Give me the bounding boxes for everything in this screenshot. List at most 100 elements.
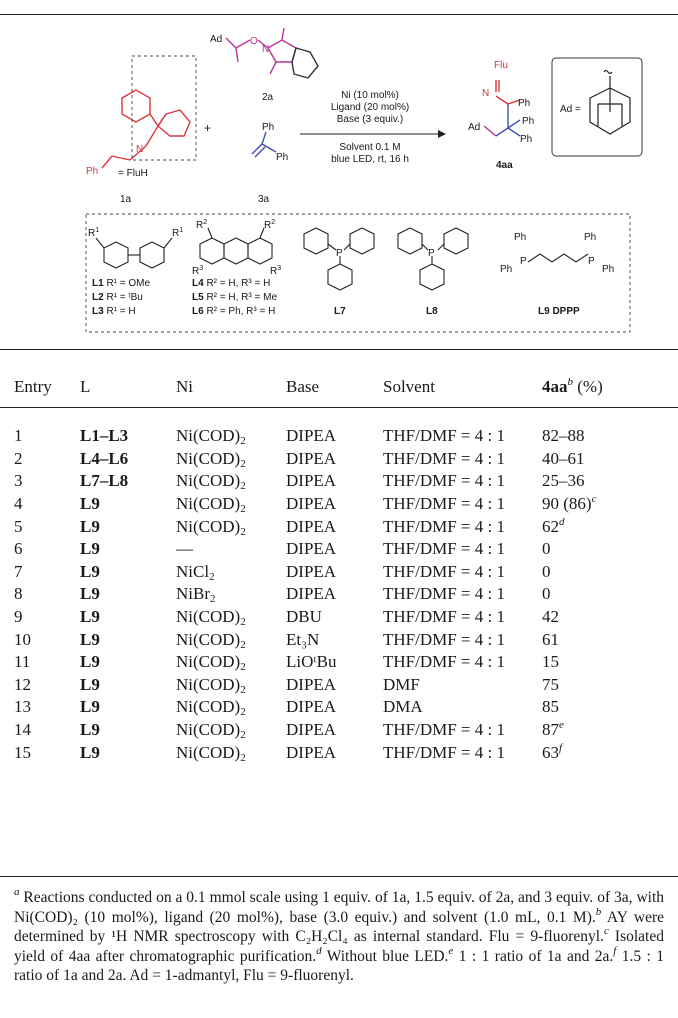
table-header-rule [0,407,678,408]
cell-ni: NiBr2 [176,584,216,606]
cell-ni: Ni(COD)2 [176,629,246,651]
cell-ni: Ni(COD)2 [176,720,246,742]
imine-n-label: N [136,144,143,155]
table-bottom-rule [0,876,678,877]
cell-base: DIPEA [286,426,337,446]
ligand-l7-label: L7 [334,306,346,317]
cell-solvent: THF/DMF = 4 : 1 [383,516,505,536]
cell-base: DIPEA [286,516,337,536]
adamantyl-box [551,57,643,157]
cell-solvent: THF/DMF = 4 : 1 [383,584,505,604]
cell-ni: Ni(COD)2 [176,607,246,629]
cell-solvent: DMF [383,674,420,694]
cell-ligand: L7–L8 [80,471,129,491]
alkene-3a [251,131,277,158]
footnotes: a Reactions conducted on a 0.1 mmol scal… [14,887,665,986]
cell-ni: Ni(COD)2 [176,516,246,538]
header-entry: Entry [14,377,52,396]
condition-line-2: Ligand (20 mol%) [331,102,409,113]
cell-yield: 25–36 [542,471,585,491]
phen-r2-right: R2 [264,219,275,231]
cell-solvent: THF/DMF = 4 : 1 [383,629,505,649]
cell-base: DIPEA [286,561,337,581]
ester-n-label: N [262,44,269,55]
pcy3-p-label: P [336,248,343,259]
cell-yield: 63f [542,741,563,762]
header-ligand: L [80,377,91,396]
fluh-label: = FluH [118,168,148,179]
product-ad-label: Ad [468,122,480,133]
cell-yield: 0 [542,584,551,604]
cell-solvent: THF/DMF = 4 : 1 [383,426,505,446]
condition-line-1: Ni (10 mol%) [341,90,399,101]
cell-yield: 0 [542,539,551,559]
ligand-l4-label: L4 R² = H, R³ = H [192,278,270,289]
ligand-l2-label: L2 R¹ = ᵗBu [92,292,143,303]
compound-3a-label: 3a [258,194,270,205]
imine-ph-label: Ph [86,166,98,177]
dppp-ph-left: Ph [500,264,512,275]
cell-ni: Ni(COD)2 [176,471,246,493]
cell-solvent: THF/DMF = 4 : 1 [383,539,505,559]
cell-entry: 10 [14,629,31,649]
dppp-p-right: P [588,256,595,267]
footnote-f: f 1.5 : 1 ratio of 1a and 2a. Ad = 1-adm… [14,944,665,985]
cell-yield: 75 [542,674,559,694]
adamantane-structure [589,69,631,135]
cell-solvent: THF/DMF = 4 : 1 [383,742,505,762]
product-ph-3: Ph [520,134,532,145]
cell-ni: Ni(COD)2 [176,742,246,764]
cell-base: DIPEA [286,697,337,717]
cell-entry: 14 [14,720,31,740]
ester-o-label: O [250,36,258,47]
alkene-ph-right: Ph [276,152,288,163]
header-base: Base [286,377,320,396]
cell-base: LiOᵗBu [286,652,337,672]
cell-ni: NiCl2 [176,561,215,583]
cell-ligand: L4–L6 [80,448,129,468]
cell-ligand: L9 [80,607,100,627]
cell-yield: 62d [542,515,565,536]
cell-ni: Ni(COD)2 [176,697,246,719]
condition-line-3: Base (3 equiv.) [337,114,404,125]
pph3-p-label: P [428,248,435,259]
footnote-b: b AY were determined by ¹H NMR spectrosc… [14,905,664,946]
cell-ligand: L9 [80,697,100,717]
header-yield: 4aab (%) [542,376,603,397]
condition-line-5: blue LED, rt, 16 h [331,154,409,165]
product-flu-label: Flu [494,60,508,71]
cell-base: DIPEA [286,471,337,491]
product-4aa [483,80,521,137]
pph3-ligand [397,227,469,291]
cell-base: DIPEA [286,539,337,559]
cell-yield: 0 [542,561,551,581]
cell-yield: 40–61 [542,448,585,468]
cell-entry: 8 [14,584,23,604]
cell-yield: 85 [542,697,559,717]
cell-entry: 5 [14,516,23,536]
cell-yield: 90 (86)c [542,493,597,514]
cell-ligand: L9 [80,720,100,740]
cell-yield: 42 [542,607,559,627]
phenanthroline-ligand [199,227,273,265]
cell-ligand: L9 [80,652,100,672]
scheme-bottom-rule [0,349,678,350]
cell-entry: 11 [14,652,31,672]
bipyridine-ligand [95,237,173,269]
cell-ligand: L9 [80,629,100,649]
reaction-arrowhead [438,130,446,138]
cell-ligand: L9 [80,561,100,581]
cell-ni: — [176,539,193,559]
compound-2a-label: 2a [262,92,274,103]
cell-yield: 15 [542,652,559,672]
adamantyl-eq-label: Ad = [560,104,581,115]
